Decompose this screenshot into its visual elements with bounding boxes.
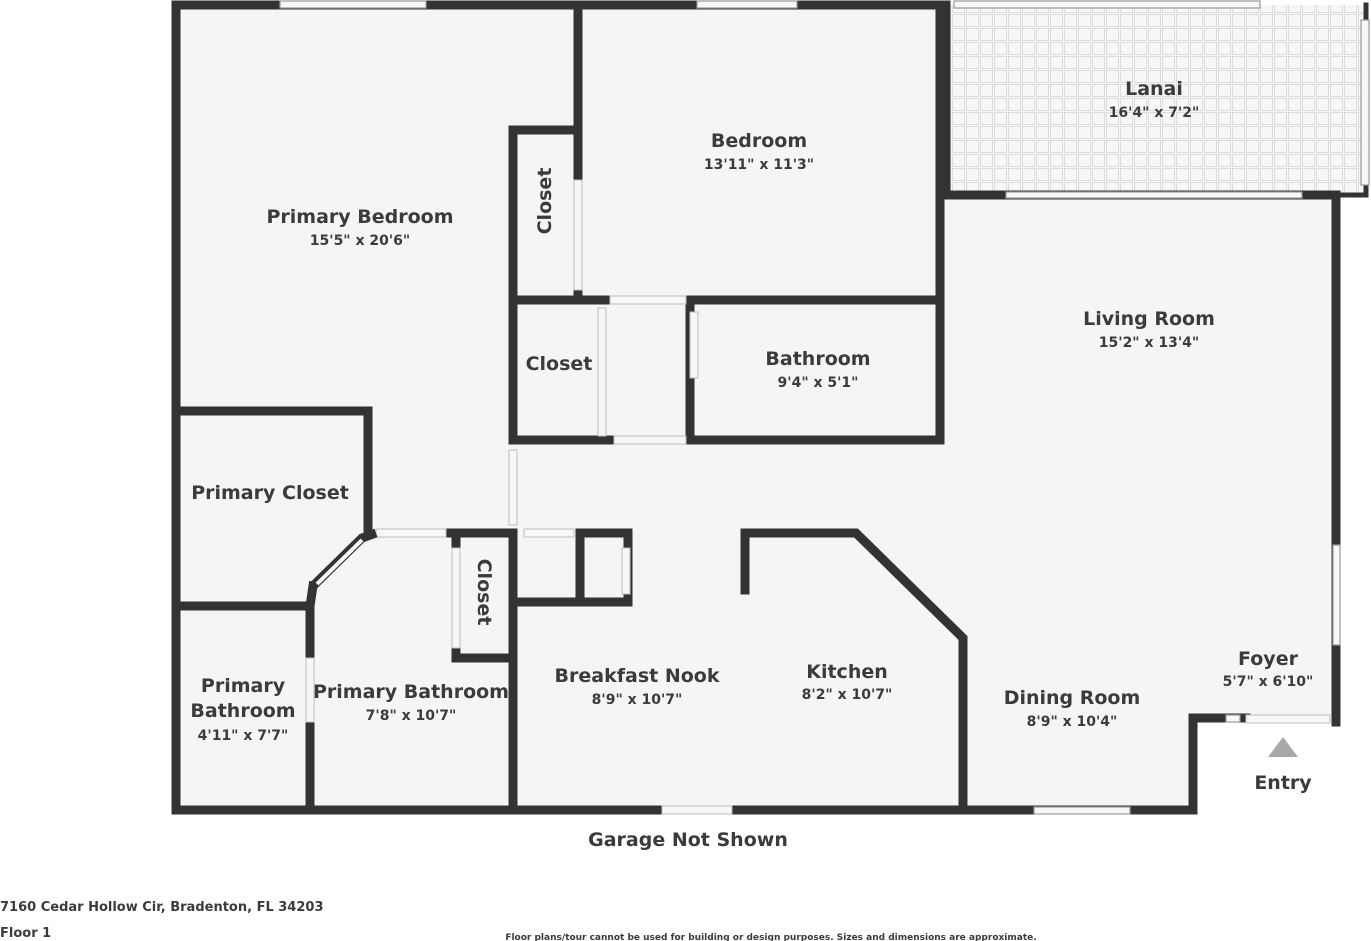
window — [1005, 191, 1303, 199]
disclaimer: Floor plans/tour cannot be used for buil… — [505, 933, 1036, 941]
entry-arrow-icon — [1268, 737, 1298, 757]
doorway — [305, 657, 315, 723]
floor-label: Floor 1 — [0, 926, 51, 941]
room-name-living-room: Living Room — [1083, 308, 1215, 330]
room-dim-foyer: 5'7" x 6'10" — [1223, 674, 1314, 690]
room-dim-primary-bathroom-small: 4'11" x 7'7" — [198, 728, 289, 744]
room-dim-bathroom: 9'4" x 5'1" — [778, 375, 859, 391]
room-name-primary-closet: Primary Closet — [191, 482, 349, 504]
window — [1360, 19, 1370, 186]
room-name-dining-room: Dining Room — [1004, 687, 1141, 709]
room-name-breakfast-nook: Breakfast Nook — [555, 665, 720, 687]
room-dim-primary-bedroom: 15'5" x 20'6" — [310, 233, 410, 249]
room-name-kitchen: Kitchen — [806, 661, 888, 683]
doorway — [609, 295, 687, 305]
doorway — [689, 311, 699, 379]
closet-walls — [508, 125, 617, 445]
window — [279, 0, 427, 9]
doorway — [573, 179, 583, 291]
primary-closet-wall — [171, 406, 373, 538]
doorway — [451, 547, 461, 649]
window — [696, 0, 798, 9]
doorway — [523, 528, 575, 538]
room-name-bedroom: Bedroom — [711, 130, 807, 152]
garage-note: Garage Not Shown — [588, 829, 788, 851]
angled-wall — [304, 580, 319, 612]
room-name-primary-bedroom: Primary Bedroom — [266, 206, 453, 228]
window — [1225, 714, 1241, 723]
room-name-primary-bathroom-line1: Primary — [201, 675, 286, 697]
lanai-floor — [946, 5, 1366, 195]
entry-label: Entry — [1254, 772, 1312, 794]
room-dim-primary-bathroom: 7'8" x 10'7" — [366, 708, 457, 724]
doorway — [375, 528, 447, 538]
room-name-primary-bathroom-line2: Bathroom — [190, 700, 295, 722]
room-name-foyer: Foyer — [1238, 648, 1299, 670]
outer-wall-top — [171, 0, 1341, 815]
room-name-closet-3: Closet — [473, 559, 495, 626]
room-dim-breakfast-nook: 8'9" x 10'7" — [592, 692, 683, 708]
doorway — [661, 805, 733, 815]
doorway — [621, 547, 631, 595]
doorway — [597, 307, 607, 437]
angled-door — [315, 538, 364, 586]
room-dim-living-room: 15'2" x 13'4" — [1099, 335, 1199, 351]
entry-notch — [1196, 722, 1338, 814]
room-name-bathroom: Bathroom — [765, 348, 870, 370]
doorway — [613, 435, 687, 445]
room-name-closet-2: Closet — [526, 353, 593, 375]
doorway — [508, 449, 518, 526]
room-dim-kitchen: 8'2" x 10'7" — [802, 687, 893, 703]
room-labels: Primary Bedroom 15'5" x 20'6" Bedroom 13… — [190, 78, 1313, 744]
window — [1033, 806, 1131, 815]
room-dim-lanai: 16'4" x 7'2" — [1109, 105, 1200, 121]
room-dim-dining-room: 8'9" x 10'4" — [1027, 714, 1118, 730]
room-name-primary-bathroom: Primary Bathroom — [313, 681, 509, 703]
doorways — [305, 179, 1331, 815]
room-dim-bedroom: 13'11" x 11'3" — [704, 157, 814, 173]
doorway — [1245, 714, 1331, 724]
kitchen-walls — [740, 528, 968, 815]
windows — [279, 0, 1370, 815]
room-name-closet-1: Closet — [534, 168, 556, 235]
address-label: 7160 Cedar Hollow Cir, Bradenton, FL 342… — [0, 900, 323, 915]
window — [953, 0, 1261, 9]
room-name-lanai: Lanai — [1125, 78, 1183, 100]
window — [1332, 544, 1341, 646]
